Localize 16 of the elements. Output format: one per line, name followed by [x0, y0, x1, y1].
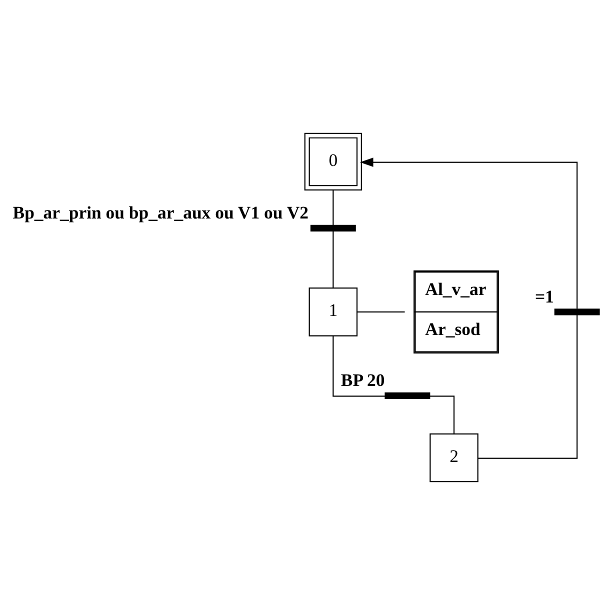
node-box: 1: [308, 287, 358, 336]
connector: [478, 314, 578, 458]
connector: [332, 190, 334, 225]
node-box: 2: [430, 432, 478, 482]
node-bar: [554, 308, 600, 315]
node-label: BP 20: [340, 369, 385, 390]
node-label: =1: [534, 286, 554, 306]
connector: [357, 310, 405, 312]
node-bar: [384, 392, 430, 398]
node-bar: [310, 224, 356, 232]
node-box: 0: [304, 132, 362, 190]
node-label: Bp_ar_prin ou bp_ar_aux ou V1 ou V2: [12, 202, 308, 222]
connector: [332, 230, 334, 288]
connector: [332, 335, 386, 396]
connector: [430, 395, 455, 434]
arrow: [360, 157, 578, 308]
